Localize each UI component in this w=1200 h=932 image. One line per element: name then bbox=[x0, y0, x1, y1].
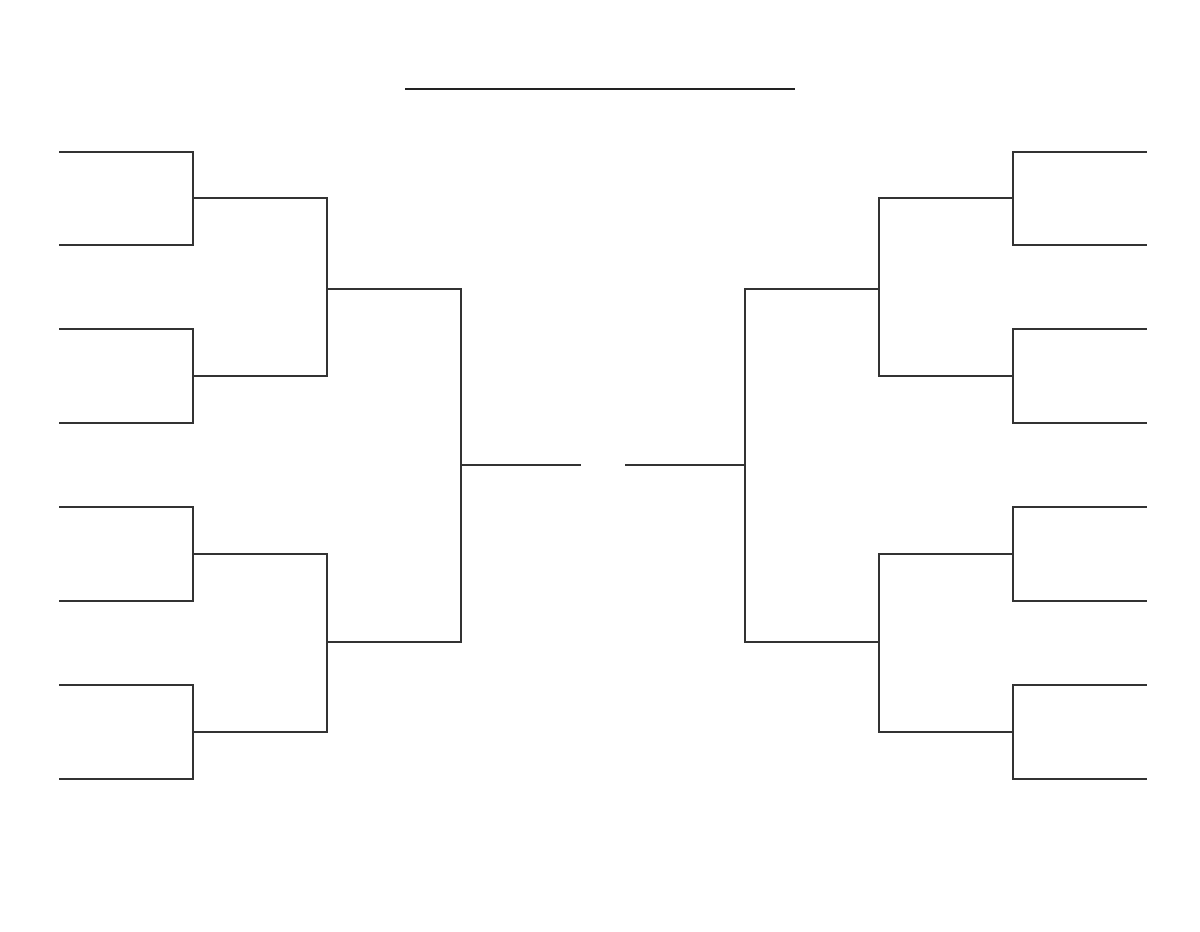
left-bracket-half bbox=[59, 151, 581, 780]
right-bracket-half bbox=[625, 151, 1147, 780]
